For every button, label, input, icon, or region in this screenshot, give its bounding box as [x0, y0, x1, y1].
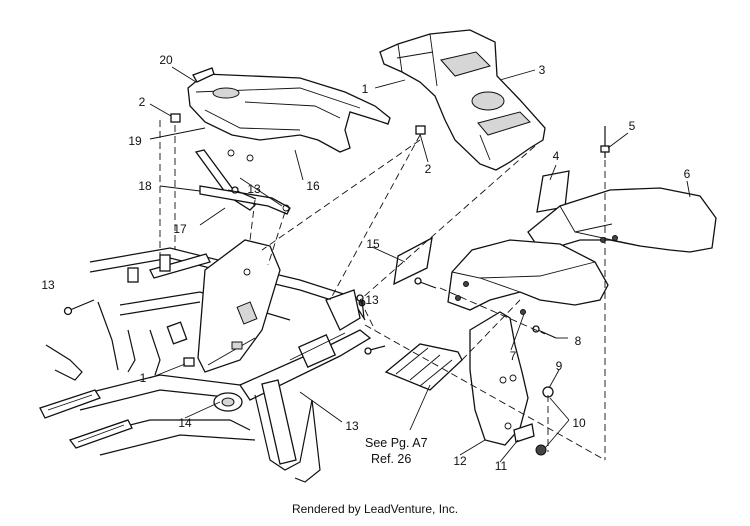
callout-label: 12: [453, 454, 467, 468]
bolt-part: [364, 345, 386, 355]
assembly-lines: [159, 120, 606, 461]
reference-note: See Pg. A7 Ref. 26: [365, 436, 428, 466]
decal-part: [393, 236, 433, 286]
render-credit: Rendered by LeadVenture, Inc.: [292, 502, 458, 516]
callout-label: 14: [178, 416, 192, 430]
callout-label: 13: [41, 278, 55, 292]
callout-label: 13: [345, 419, 359, 433]
mud-flap-part: [469, 311, 529, 446]
reference-note-line1: See Pg. A7: [365, 436, 428, 450]
clip-nut-part: [170, 113, 181, 123]
callout-label: 7: [510, 349, 517, 363]
callout-label: 13: [365, 293, 379, 307]
callout-label: 17: [173, 222, 187, 236]
callout-label: 10: [572, 416, 586, 430]
callout-label: 19: [128, 134, 142, 148]
bolt-part: [356, 294, 365, 319]
callout-label: 2: [425, 162, 432, 176]
front-cover-part: [379, 29, 546, 171]
flap-bracket-part: [513, 423, 535, 443]
callout-label: 4: [553, 149, 560, 163]
callout-label: 2: [139, 95, 146, 109]
callout-label: 18: [138, 179, 152, 193]
callout-label: 20: [159, 53, 173, 67]
clip-nut-part: [415, 125, 426, 135]
front-fender-part: [447, 239, 609, 315]
vehicle-frame-part: [39, 239, 372, 483]
callout-labels: 1 1 2 2 3 4 5 6 7 8 9 10 11 12 13 13 13 …: [41, 53, 690, 473]
leader-lines: [149, 66, 691, 463]
callout-label: 1: [140, 371, 147, 385]
callout-label: 9: [556, 359, 563, 373]
rear-fender-part: [527, 187, 717, 253]
callout-label: 6: [684, 167, 691, 181]
rear-seat-cover-part: [187, 67, 391, 153]
bolt-part: [63, 299, 95, 316]
callout-label: 5: [629, 119, 636, 133]
callout-label: 3: [539, 63, 546, 77]
callout-label: 1: [362, 82, 369, 96]
bolt-part: [414, 277, 437, 289]
callout-label: 8: [575, 334, 582, 348]
reference-note-line2: Ref. 26: [371, 452, 411, 466]
nut-part: [535, 444, 547, 456]
bracket-part: [194, 149, 291, 215]
screw-part: [532, 325, 557, 339]
callout-label: 15: [366, 237, 380, 251]
callout-label: 11: [495, 459, 508, 473]
bolt-part: [600, 126, 610, 158]
callout-label: 13: [247, 182, 261, 196]
footrest-part: [384, 343, 463, 391]
callout-label: 16: [306, 179, 320, 193]
